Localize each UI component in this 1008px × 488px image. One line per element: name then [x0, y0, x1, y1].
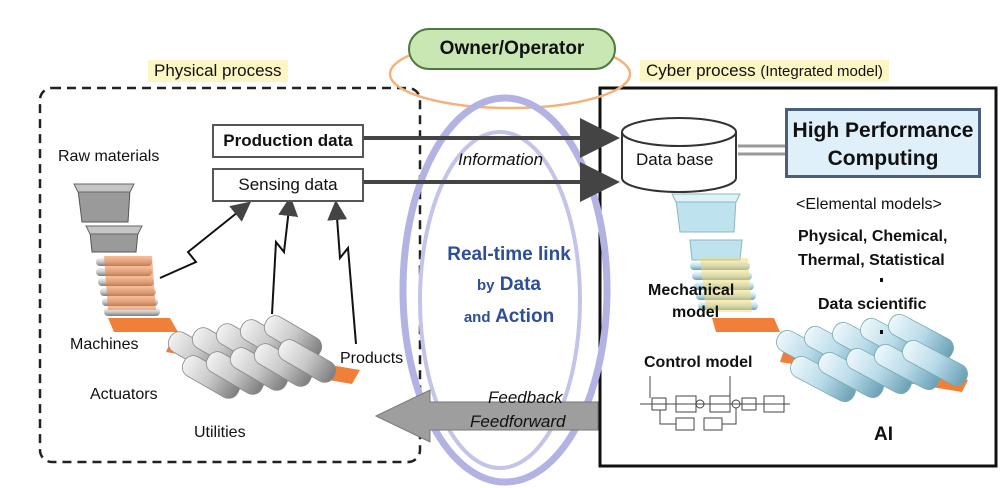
models-line1: Physical, Chemical,	[798, 228, 948, 245]
data-scientific-label: Data scientific	[818, 296, 927, 313]
cyber-frame	[598, 86, 998, 468]
models-line2: Thermal, Statistical	[798, 252, 945, 269]
ai-roller-graphic	[776, 313, 968, 403]
sensing-data-box: Sensing data	[212, 168, 364, 202]
feedback-arrow	[374, 389, 599, 443]
realtime-link-line1: Real-time link	[447, 244, 571, 265]
elemental-models-label: <Elemental models>	[796, 196, 942, 213]
cyber-title-paren: (Integrated model)	[760, 63, 883, 80]
products-label: Products	[340, 350, 404, 367]
realtime-and: and	[463, 309, 491, 326]
mechanical-model-line1: Mechanical	[648, 282, 735, 299]
utilities-label: Utilities	[194, 424, 246, 441]
link-ellipse-inner	[418, 130, 582, 470]
feedback-label: Feedback	[488, 388, 563, 407]
realtime-data: Data	[499, 274, 541, 295]
control-model-label: Control model	[644, 354, 753, 371]
link-ellipse-outer	[399, 94, 611, 486]
physical-frame	[38, 86, 422, 464]
hpc-line1: High Performance	[792, 119, 974, 142]
information-label: Information	[458, 150, 544, 169]
mill-rolls	[96, 256, 178, 332]
machines-label: Machines	[70, 336, 139, 353]
mechanical-model-line2: model	[672, 304, 720, 321]
control-block-diagram	[640, 376, 790, 431]
realtime-action: Action	[495, 306, 555, 327]
physical-process-title: Physical process	[148, 60, 288, 82]
actuators-label: Actuators	[90, 386, 158, 403]
cyber-title-main: Cyber process	[646, 61, 756, 80]
hpc-box: High Performance Computing	[785, 108, 981, 178]
cyber-process-title: Cyber process (Integrated model)	[640, 60, 889, 82]
signal-arrows	[159, 196, 357, 345]
feedforward-label: Feedforward	[470, 412, 566, 431]
mechanical-model-graphic	[671, 193, 780, 332]
realtime-by: by	[477, 277, 495, 294]
database-label: Data base	[636, 150, 714, 169]
raw-material-hopper	[73, 183, 143, 253]
production-data-box: Production data	[212, 124, 364, 158]
owner-operator-badge: Owner/Operator	[408, 28, 616, 70]
ai-label: AI	[874, 424, 893, 445]
roller-table	[166, 315, 360, 399]
hpc-line2: Computing	[827, 147, 939, 170]
database-cylinder	[621, 117, 737, 193]
raw-materials-label: Raw materials	[58, 148, 160, 165]
realtime-link-line2: by Data	[424, 274, 594, 296]
realtime-link-line3: and Action	[424, 306, 594, 328]
